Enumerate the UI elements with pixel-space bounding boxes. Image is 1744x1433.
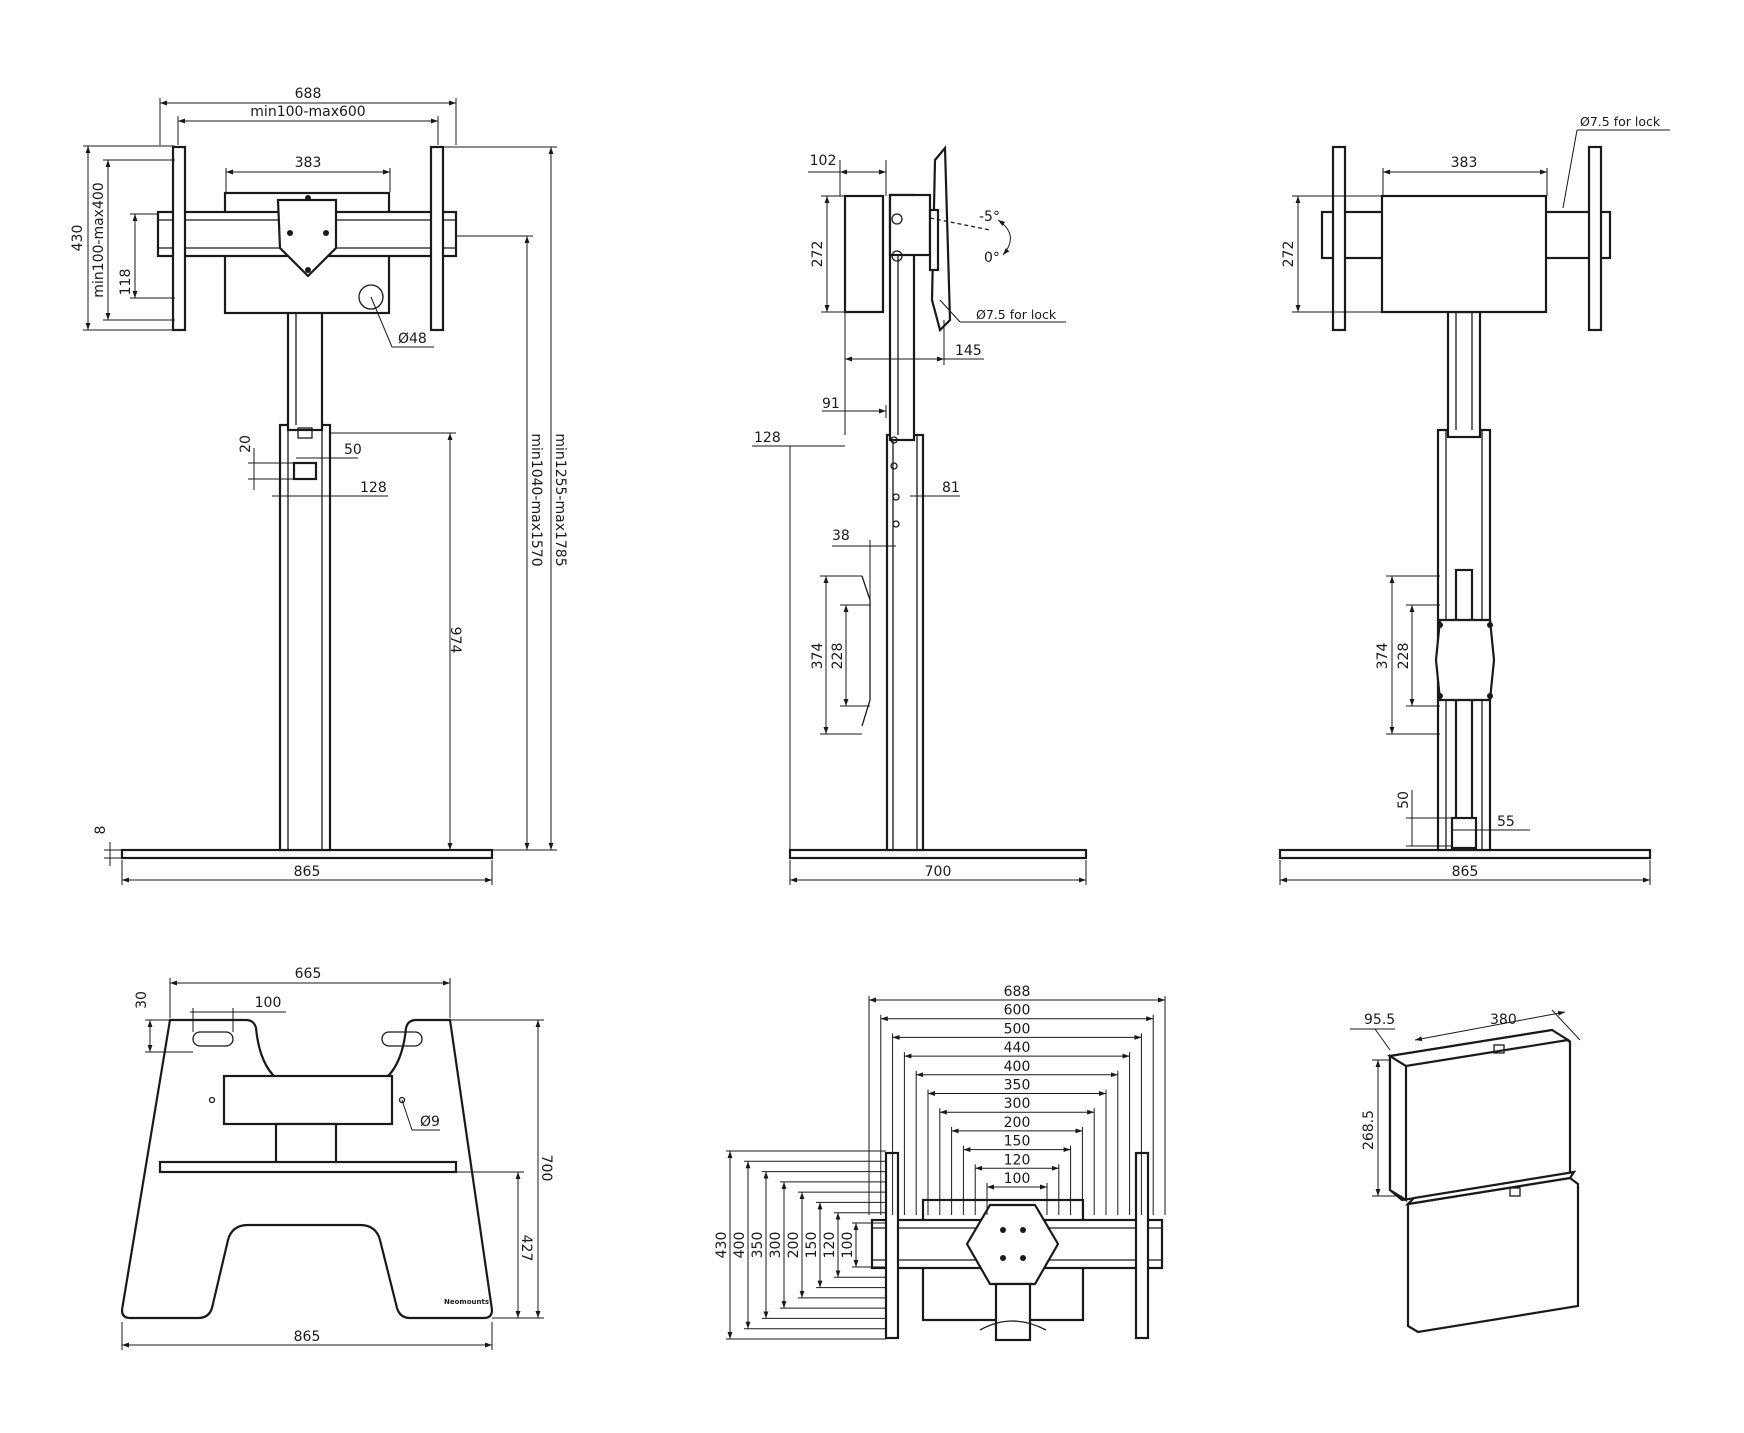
- dim-865: 865: [1452, 864, 1479, 880]
- dim-688: 688: [295, 86, 322, 102]
- vesa-v-dim-label: 300: [768, 1232, 784, 1259]
- vesa-h-dim-label: 688: [1004, 984, 1031, 1000]
- dim-30: 30: [134, 991, 150, 1009]
- vesa-h-dim-label: 350: [1004, 1078, 1031, 1094]
- dim-228: 228: [1396, 643, 1412, 670]
- dim-95-5: 95.5: [1364, 1012, 1395, 1028]
- vesa-v-dim-label: 400: [732, 1232, 748, 1259]
- brand-logo: Neomounts: [444, 1298, 489, 1306]
- dim-bore: Ø48: [398, 331, 427, 347]
- dim-102: 102: [810, 153, 837, 169]
- dim-91: 91: [822, 396, 840, 412]
- vesa-h-dim-label: 200: [1004, 1115, 1031, 1131]
- dim-50: 50: [1396, 791, 1412, 809]
- dim-974: 974: [447, 627, 463, 654]
- dim-height-range-b: min1255-max1785: [552, 433, 568, 566]
- top-view: Neomounts 665 30 100 Ø9 700 427 865: [120, 966, 554, 1350]
- dim-383: 383: [1451, 155, 1478, 171]
- dim-118: 118: [118, 269, 134, 296]
- dim-272: 272: [810, 241, 826, 268]
- vesa-v-dim-label: 150: [804, 1232, 820, 1259]
- shelf-view: 95.5 380 268.5: [1350, 1009, 1581, 1334]
- dim-50: 50: [344, 442, 362, 458]
- dim-665: 665: [295, 966, 322, 982]
- vesa-horizontal-dims: 688 600 500 440 400 350 300 200 150 120 100: [868, 984, 1166, 1215]
- vesa-h-dim-label: 400: [1004, 1059, 1031, 1075]
- dim-55: 55: [1497, 814, 1515, 830]
- vesa-v-dim-label: 200: [786, 1232, 802, 1259]
- vesa-h-dim-label: 150: [1004, 1134, 1031, 1150]
- dim-374: 374: [810, 643, 826, 670]
- vesa-v-dim-label: 100: [840, 1232, 856, 1259]
- tilt-zero: 0°: [984, 250, 1000, 266]
- rear-view: Ø7.5 for lock 383 272 374 228 50 55 865: [1278, 114, 1670, 885]
- dim-38: 38: [832, 528, 850, 544]
- lock-hole-label: Ø7.5 for lock: [976, 307, 1057, 322]
- tilt-minus: -5°: [979, 209, 1000, 225]
- dim-height-adjust: min100-max400: [91, 182, 107, 297]
- dim-374: 374: [1375, 643, 1391, 670]
- dim-128: 128: [754, 430, 781, 446]
- vesa-v-dim-label: 350: [750, 1232, 766, 1259]
- front-view: 688 min100-max600 383 430 min100-max400 …: [70, 86, 568, 885]
- dim-383: 383: [295, 155, 322, 171]
- vesa-h-dim-label: 600: [1004, 1003, 1031, 1019]
- dim-700: 700: [538, 1155, 554, 1182]
- vesa-h-dim-label: 300: [1004, 1096, 1031, 1112]
- dim-128: 128: [360, 480, 387, 496]
- dim-268-5: 268.5: [1361, 1110, 1377, 1150]
- dim-865: 865: [294, 864, 321, 880]
- dim-100: 100: [255, 995, 282, 1011]
- dim-20: 20: [238, 435, 254, 453]
- dim-width-adjust: min100-max600: [250, 104, 365, 120]
- side-view: 102 272 -5° 0° Ø7.5 for lock 145 91 128 …: [752, 145, 1088, 885]
- vesa-h-dim-label: 100: [1004, 1171, 1031, 1187]
- dim-228: 228: [830, 643, 846, 670]
- vesa-h-dim-label: 120: [1004, 1152, 1031, 1168]
- dim-hole: Ø9: [420, 1114, 440, 1130]
- dim-380: 380: [1490, 1012, 1517, 1028]
- dim-145: 145: [955, 343, 982, 359]
- vesa-h-dim-label: 500: [1004, 1021, 1031, 1037]
- dim-272: 272: [1281, 241, 1297, 268]
- dim-430: 430: [70, 225, 86, 252]
- lock-hole-label: Ø7.5 for lock: [1580, 114, 1661, 129]
- vesa-v-dim-label: 430: [714, 1232, 730, 1259]
- dim-865: 865: [294, 1329, 321, 1345]
- dim-700: 700: [925, 864, 952, 880]
- vesa-h-dim-label: 440: [1004, 1040, 1031, 1056]
- dim-427: 427: [518, 1235, 534, 1262]
- dim-height-range-a: min1040-max1570: [528, 433, 544, 566]
- dim-8: 8: [93, 826, 109, 835]
- dim-81: 81: [942, 480, 960, 496]
- vesa-v-dim-label: 120: [822, 1232, 838, 1259]
